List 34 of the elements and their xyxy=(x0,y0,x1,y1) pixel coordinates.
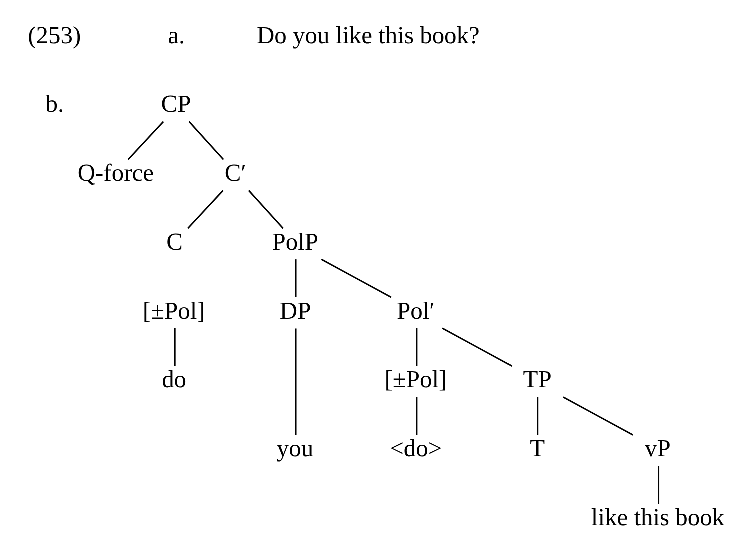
connector xyxy=(416,396,418,435)
node-text: CP xyxy=(161,90,192,118)
connector xyxy=(416,328,418,366)
connector xyxy=(537,396,539,435)
node-text: you xyxy=(276,435,314,462)
node-text: TP xyxy=(523,366,552,394)
label: a. xyxy=(168,22,186,49)
node-text: do xyxy=(162,366,187,394)
node-text: DP xyxy=(280,297,312,324)
node-text: <do> xyxy=(390,435,442,462)
connector xyxy=(442,327,513,367)
node-text: Pol′ xyxy=(397,297,436,324)
connector xyxy=(658,466,660,504)
connector xyxy=(187,190,224,229)
node-text: T xyxy=(530,435,546,462)
connector xyxy=(188,120,224,160)
node-text: PolP xyxy=(272,228,319,256)
node-text: [±Pol] xyxy=(142,297,206,324)
connector xyxy=(295,328,297,435)
connector xyxy=(295,259,297,297)
node-text: vP xyxy=(644,435,671,462)
node-text: like this book xyxy=(591,504,725,531)
connector xyxy=(321,258,392,298)
node-text: Q-force xyxy=(78,160,154,186)
label: (253) xyxy=(28,22,82,49)
label: Do you like this book? xyxy=(256,22,480,49)
connector xyxy=(128,120,164,160)
node-text: C xyxy=(166,228,183,256)
node-text: C′ xyxy=(224,160,247,186)
connector xyxy=(563,396,634,436)
label: b. xyxy=(46,90,64,118)
connector xyxy=(174,328,176,366)
node-text: [±Pol] xyxy=(384,366,448,394)
connector xyxy=(248,190,284,229)
